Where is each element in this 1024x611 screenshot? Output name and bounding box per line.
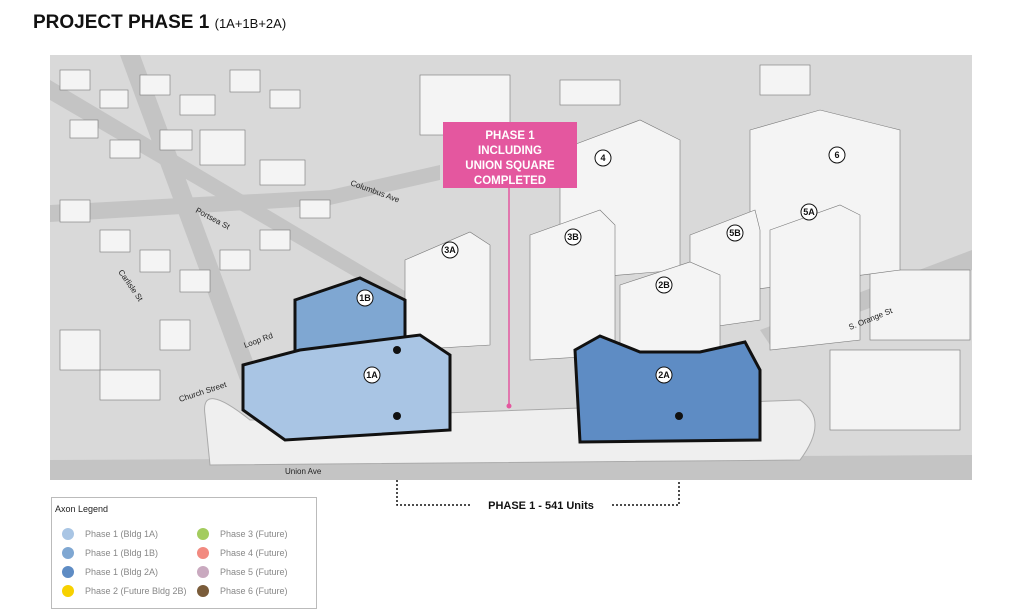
phase1-buildings	[241, 276, 762, 444]
building-labels: 1B 1A 2A 3A 3B 4 2B 5B 5A 6	[356, 146, 846, 384]
svg-text:1A: 1A	[366, 370, 378, 380]
legend-item: Phase 1 (Bldg 2A)	[62, 566, 158, 578]
context-buildings	[59, 64, 971, 431]
svg-text:5B: 5B	[729, 228, 741, 238]
callout-box	[443, 122, 577, 188]
legend-item: Phase 2 (Future Bldg 2B)	[62, 585, 187, 597]
svg-text:COMPLETED: COMPLETED	[474, 175, 546, 187]
svg-text:INCLUDING: INCLUDING	[478, 145, 542, 157]
svg-text:3A: 3A	[444, 245, 456, 255]
svg-text:1B: 1B	[359, 293, 371, 303]
axon-map: 1B 1A 2A 3A 3B 4 2B 5B 5A 6 Columbus Ave…	[50, 55, 972, 480]
svg-text:2A: 2A	[658, 370, 670, 380]
svg-text:4: 4	[600, 153, 605, 163]
legend-item: Phase 6 (Future)	[197, 585, 288, 597]
title-main: PROJECT PHASE 1	[33, 12, 210, 33]
svg-text:PHASE 1: PHASE 1	[485, 130, 535, 142]
svg-text:6: 6	[834, 150, 839, 160]
legend-item: Phase 4 (Future)	[197, 547, 288, 559]
street-union: Union Ave	[285, 467, 322, 476]
svg-text:3B: 3B	[567, 232, 579, 242]
svg-text:5A: 5A	[803, 207, 815, 217]
title-sub: (1A+1B+2A)	[214, 16, 287, 31]
legend-item: Phase 1 (Bldg 1A)	[62, 528, 158, 540]
building-2a	[573, 334, 762, 444]
markers	[393, 346, 683, 420]
legend-item: Phase 3 (Future)	[197, 528, 288, 540]
legend-item: Phase 1 (Bldg 1B)	[62, 547, 158, 559]
units-label: PHASE 1 - 541 Units	[488, 500, 594, 512]
svg-text:UNION SQUARE: UNION SQUARE	[465, 160, 555, 172]
svg-text:2B: 2B	[658, 280, 670, 290]
legend-title: Axon Legend	[55, 504, 109, 514]
legend-item: Phase 5 (Future)	[197, 566, 288, 578]
page-title: PROJECT PHASE 1 (1A+1B+2A)	[33, 12, 286, 34]
callout-text: PHASE 1 INCLUDING UNION SQUARE COMPLETED	[465, 130, 555, 187]
legend: Axon Legend Phase 1 (Bldg 1A) Phase 1 (B…	[51, 497, 317, 609]
